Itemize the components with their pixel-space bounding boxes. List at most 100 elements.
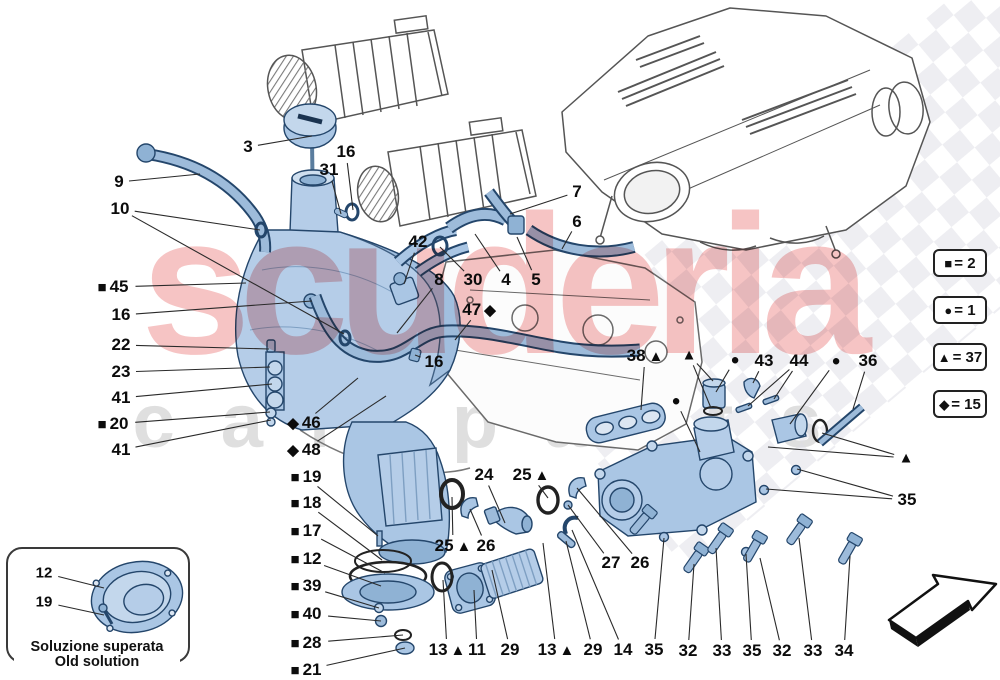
- part-number: 45: [109, 277, 129, 296]
- callout-14[interactable]: 14: [614, 640, 633, 660]
- part-number: 28: [302, 633, 322, 652]
- callout-22[interactable]: 22: [112, 335, 131, 355]
- quantity-symbol-icon: ▲: [559, 641, 575, 659]
- callout-24[interactable]: 24: [475, 465, 494, 485]
- callout-30[interactable]: 30: [464, 270, 483, 290]
- part-number: 10: [110, 199, 130, 218]
- part-number: 5: [531, 270, 541, 289]
- callout-3[interactable]: 3: [243, 137, 252, 157]
- callout-29[interactable]: 29: [501, 640, 520, 660]
- callout-4[interactable]: 4: [501, 270, 510, 290]
- part-number: 33: [712, 641, 732, 660]
- part-number: 47: [462, 300, 482, 319]
- callout-7[interactable]: 7: [572, 182, 581, 202]
- callout-5[interactable]: 5: [531, 270, 540, 290]
- callout-10[interactable]: 10: [111, 199, 130, 219]
- callout-32[interactable]: 32: [679, 641, 698, 661]
- mounting-bolts: [629, 503, 863, 574]
- part-number: 31: [319, 160, 339, 179]
- part-number: 39: [302, 576, 322, 595]
- callout-21[interactable]: ■21: [291, 660, 322, 680]
- quantity-symbol-icon: ●: [671, 392, 681, 410]
- callout-12[interactable]: 12: [36, 565, 53, 582]
- part-number: 25: [434, 536, 454, 555]
- part-number: 17: [302, 521, 322, 540]
- callout-16[interactable]: 16: [112, 305, 131, 325]
- callout-20[interactable]: ■20: [98, 414, 129, 434]
- part-number: 25: [512, 465, 532, 484]
- part-number: 26: [476, 536, 496, 555]
- old-solution-caption-line2: Old solution: [54, 654, 140, 670]
- callout-symbol[interactable]: ●: [831, 354, 840, 369]
- quantity-symbol-icon: ◆: [287, 441, 299, 459]
- part-number: 38: [626, 346, 646, 365]
- callout-35[interactable]: 35: [645, 640, 664, 660]
- callout-symbol[interactable]: ●: [730, 353, 739, 368]
- callout-8[interactable]: 8: [434, 270, 443, 290]
- callout-16[interactable]: 16: [337, 142, 356, 162]
- quantity-symbol-icon: ◆: [484, 301, 496, 319]
- quantity-symbol-icon: ■: [290, 577, 300, 595]
- callout-9[interactable]: 9: [114, 172, 123, 192]
- legend-count: = 1: [954, 301, 976, 319]
- callout-26[interactable]: 26: [477, 536, 496, 556]
- callout-6[interactable]: 6: [572, 212, 581, 232]
- callout-31[interactable]: 31: [320, 160, 339, 180]
- part-number: 4: [501, 270, 511, 289]
- part-number: 16: [111, 305, 131, 324]
- callout-43[interactable]: 43: [755, 351, 774, 371]
- callout-13[interactable]: 13▲: [429, 640, 466, 660]
- callout-12[interactable]: ■12: [291, 549, 322, 569]
- callout-19[interactable]: 19: [36, 594, 53, 611]
- callout-27[interactable]: 27: [602, 553, 621, 573]
- part-number: 20: [109, 414, 129, 433]
- callout-32[interactable]: 32: [773, 641, 792, 661]
- legend-item: ●= 1: [933, 296, 987, 324]
- callout-34[interactable]: 34: [835, 641, 854, 661]
- callout-42[interactable]: 42: [409, 232, 428, 252]
- part-number: 21: [302, 660, 322, 679]
- callout-25[interactable]: 25▲: [435, 536, 472, 556]
- part-number: 16: [336, 142, 356, 161]
- callout-41[interactable]: 41: [112, 440, 131, 460]
- callout-45[interactable]: ■45: [98, 277, 129, 297]
- callout-29[interactable]: 29: [584, 640, 603, 660]
- part-number: 41: [111, 440, 131, 459]
- quantity-symbol-icon: ▲: [534, 466, 550, 484]
- callout-33[interactable]: 33: [804, 641, 823, 661]
- callout-35[interactable]: 35: [743, 641, 762, 661]
- callout-38[interactable]: 38▲: [627, 346, 664, 366]
- part-number: 30: [463, 270, 483, 289]
- callout-44[interactable]: 44: [790, 351, 809, 371]
- callout-16[interactable]: 16: [425, 352, 444, 372]
- callout-35[interactable]: 35: [898, 490, 917, 510]
- legend-count: = 15: [951, 395, 981, 413]
- callout-39[interactable]: ■39: [291, 576, 322, 596]
- part-number: 7: [572, 182, 582, 201]
- callout-13[interactable]: 13▲: [538, 640, 575, 660]
- callout-symbol[interactable]: ●: [671, 394, 680, 409]
- callout-symbol[interactable]: ▲: [682, 348, 697, 363]
- part-number: 29: [500, 640, 520, 659]
- callout-25[interactable]: 25▲: [513, 465, 550, 485]
- callout-28[interactable]: ■28: [291, 633, 322, 653]
- callout-26[interactable]: 26: [631, 553, 650, 573]
- callout-11[interactable]: 11: [468, 640, 486, 660]
- callout-47[interactable]: 47◆: [462, 300, 495, 320]
- callout-33[interactable]: 33: [713, 641, 732, 661]
- callout-19[interactable]: ■19: [291, 467, 322, 487]
- callout-23[interactable]: 23: [112, 362, 131, 382]
- part-number: 36: [858, 351, 878, 370]
- callout-17[interactable]: ■17: [291, 521, 322, 541]
- callout-symbol[interactable]: ▲: [899, 451, 914, 466]
- part-number: 26: [630, 553, 650, 572]
- part-number: 35: [897, 490, 917, 509]
- part-number: 29: [583, 640, 603, 659]
- callout-46[interactable]: ◆46: [287, 413, 320, 433]
- callout-36[interactable]: 36: [859, 351, 878, 371]
- callout-41[interactable]: 41: [112, 388, 131, 408]
- callout-48[interactable]: ◆48: [287, 440, 320, 460]
- callout-18[interactable]: ■18: [291, 493, 322, 513]
- callout-40[interactable]: ■40: [291, 604, 322, 624]
